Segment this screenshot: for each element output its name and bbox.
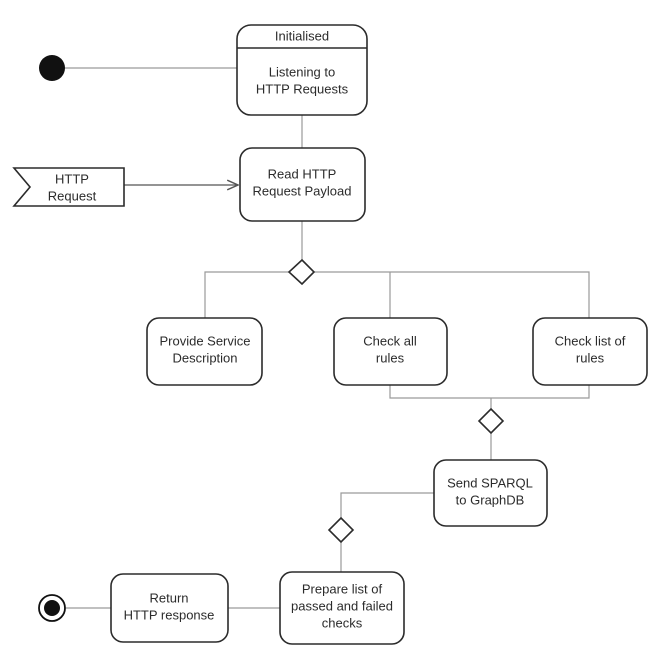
action-return-response: Return HTTP response [110,573,229,643]
action-return-line-1: Return [149,590,188,605]
edge-decision-to-checklist [314,271,590,318]
signal-line-2: Request [48,188,97,203]
final-node [38,594,66,622]
action-sparql-line-1: Send SPARQL [447,475,533,490]
edge-sparql-to-decision [340,492,434,518]
state-initialised-header: Initialised [275,28,329,43]
action-check-list-line-1: Check list of [555,333,626,348]
decision-node-2 [477,407,505,435]
signal-line-1: HTTP [55,171,89,186]
state-initialised-line-1: Listening to [269,64,336,79]
state-initialised-line-2: HTTP Requests [256,81,349,96]
connectors [52,67,590,609]
action-check-all-line-1: Check all [363,333,417,348]
edge-checks-merge [389,385,590,399]
action-service-line-1: Provide Service [159,333,250,348]
action-prepare-list: Prepare list of passed and failed checks [279,571,405,645]
action-check-all: Check all rules [333,317,448,386]
action-prepare-line-2: passed and failed [291,598,393,613]
state-initialised: Initialised Listening to HTTP Requests [236,24,368,116]
action-read-payload: Read HTTP Request Payload [239,147,366,222]
action-check-list-line-2: rules [576,350,605,365]
initial-node [39,55,65,81]
edge-decision-to-service [204,271,289,318]
signal-http-request: HTTP Request [12,167,125,207]
action-sparql-line-2: to GraphDB [456,492,525,507]
action-prepare-line-3: checks [322,615,363,630]
action-return-line-2: HTTP response [124,607,215,622]
action-prepare-line-1: Prepare list of [302,581,383,596]
decision-node-3 [327,516,355,544]
action-check-all-line-2: rules [376,350,405,365]
action-service-line-2: Description [172,350,237,365]
decision-node-1 [287,258,316,286]
action-service-description: Provide Service Description [146,317,263,386]
action-read-payload-line-1: Read HTTP [268,166,337,181]
action-check-list: Check list of rules [532,317,648,386]
action-read-payload-line-2: Request Payload [252,183,351,198]
action-send-sparql: Send SPARQL to GraphDB [433,459,548,527]
